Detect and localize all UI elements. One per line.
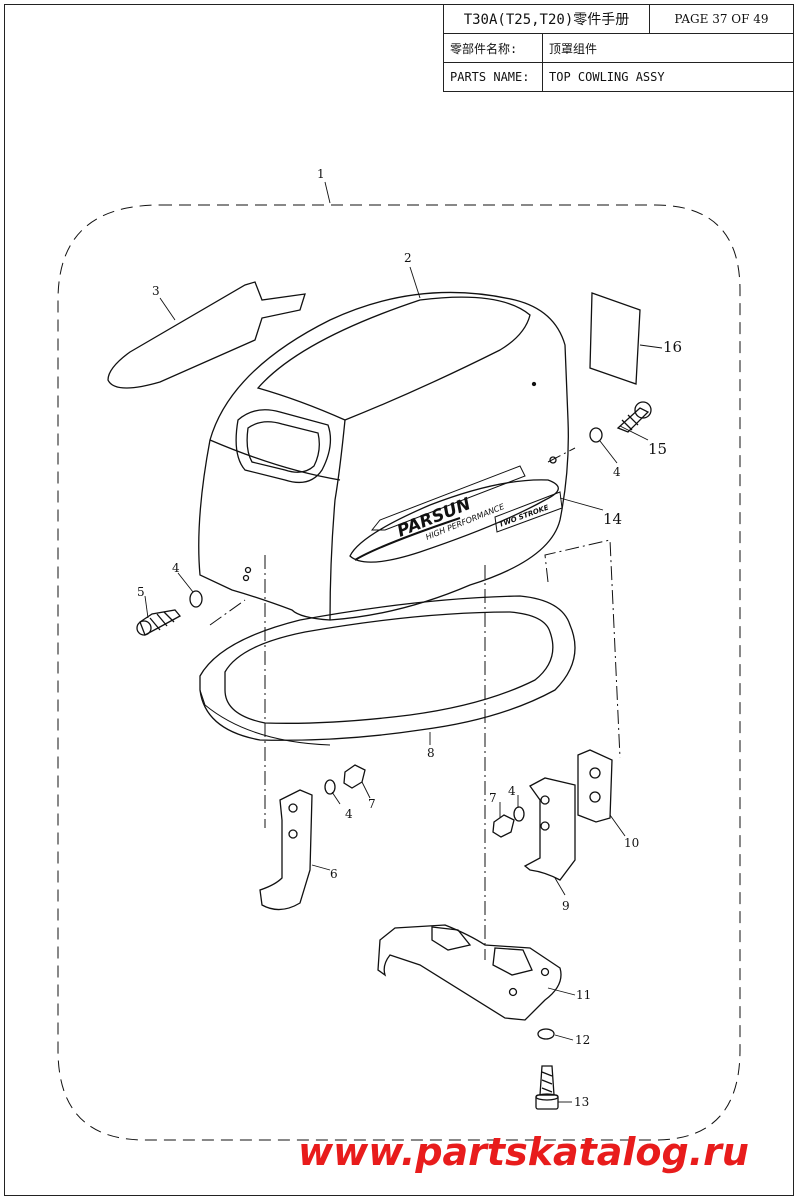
logo-badge-text: TWO STROKE bbox=[498, 503, 550, 528]
callout-2: 2 bbox=[404, 251, 412, 265]
part-4-washer-left bbox=[189, 590, 203, 608]
callout-12: 12 bbox=[575, 1033, 590, 1047]
callout-7-left: 7 bbox=[368, 797, 376, 811]
callout-1: 1 bbox=[317, 167, 325, 181]
part-6-bracket bbox=[259, 789, 313, 911]
leader-lines bbox=[144, 181, 663, 1103]
callout-5: 5 bbox=[137, 585, 145, 599]
callout-13: 13 bbox=[574, 1095, 589, 1109]
part-name-en: TOP COWLING ASSY bbox=[542, 62, 794, 92]
callout-3: 3 bbox=[152, 284, 160, 298]
callout-4-bracket-right: 4 bbox=[508, 784, 516, 798]
callout-4-bracket-left: 4 bbox=[345, 807, 353, 821]
callout-6: 6 bbox=[330, 867, 338, 881]
part-name-label-en: PARTS NAME: bbox=[443, 62, 543, 92]
page-border bbox=[4, 4, 794, 1196]
callout-16: 16 bbox=[663, 338, 682, 356]
part-13-bolt bbox=[535, 1065, 559, 1110]
callout-10: 10 bbox=[624, 836, 639, 850]
page-number: PAGE 37 OF 49 bbox=[648, 4, 795, 34]
assembly-boundary bbox=[57, 204, 741, 1141]
part-7-nut-right bbox=[492, 814, 515, 838]
callout-8: 8 bbox=[427, 746, 435, 760]
part-12-washer bbox=[537, 1028, 555, 1040]
callout-4-left: 4 bbox=[172, 561, 180, 575]
part-3-decal bbox=[107, 281, 306, 389]
part-16-label bbox=[589, 292, 641, 385]
title-block: T30A(T25,T20)零件手册 PAGE 37 OF 49 零部件名称: 顶… bbox=[443, 4, 795, 92]
part-4-washer-bracket-left bbox=[324, 779, 336, 795]
callout-7-right: 7 bbox=[489, 791, 497, 805]
callout-4-right: 4 bbox=[613, 465, 621, 479]
callout-15: 15 bbox=[648, 440, 667, 458]
part-5-screw bbox=[136, 609, 182, 636]
callout-14: 14 bbox=[603, 510, 622, 528]
part-8-seal bbox=[199, 595, 576, 746]
part-11-mount bbox=[377, 924, 562, 1021]
part-7-nut-left bbox=[343, 764, 366, 789]
callout-11: 11 bbox=[576, 988, 591, 1002]
parsun-logo: PARSUN HIGH PERFORMANCE TWO STROKE bbox=[349, 465, 563, 563]
guide-lines bbox=[209, 447, 621, 960]
part-9-bracket bbox=[523, 777, 576, 881]
part-4-washer-bracket-right bbox=[513, 806, 525, 822]
part-2-top-cowling bbox=[198, 291, 569, 621]
part-10-block bbox=[577, 749, 613, 823]
part-15-screw bbox=[616, 401, 652, 433]
watermark-url: www.partskatalog.ru bbox=[298, 1130, 749, 1174]
part-4-washer-right bbox=[589, 427, 603, 443]
callout-9: 9 bbox=[562, 899, 570, 913]
